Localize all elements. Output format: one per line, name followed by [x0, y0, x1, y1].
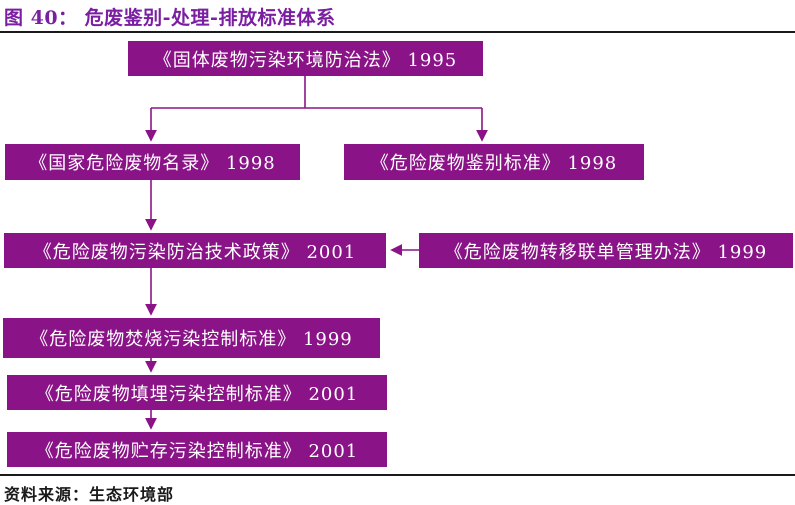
- node-landfill-control-standard: 《危险废物填埋污染控制标准》 2001: [7, 375, 387, 410]
- source-label: 资料来源：: [4, 485, 90, 504]
- title-separator-line: [0, 31, 795, 33]
- source-value: 生态环境部: [89, 485, 175, 504]
- node-transfer-manifest-measures: 《危险废物转移联单管理办法》 1999: [419, 233, 793, 268]
- node-solid-waste-law: 《固体废物污染环境防治法》 1995: [128, 41, 483, 76]
- node-hazardous-waste-catalog: 《国家危险废物名录》 1998: [5, 144, 300, 180]
- footer-separator-line: [0, 474, 795, 476]
- node-identification-standard: 《危险废物鉴别标准》 1998: [344, 144, 644, 180]
- source-attribution: 资料来源：生态环境部: [4, 481, 174, 505]
- node-pollution-control-tech-policy: 《危险废物污染防治技术政策》 2001: [4, 233, 386, 268]
- node-incineration-control-standard: 《危险废物焚烧污染控制标准》 1999: [3, 318, 380, 358]
- figure-title: 图 40： 危废鉴别-处理-排放标准体系: [4, 7, 336, 29]
- node-storage-control-standard: 《危险废物贮存污染控制标准》 2001: [7, 432, 387, 467]
